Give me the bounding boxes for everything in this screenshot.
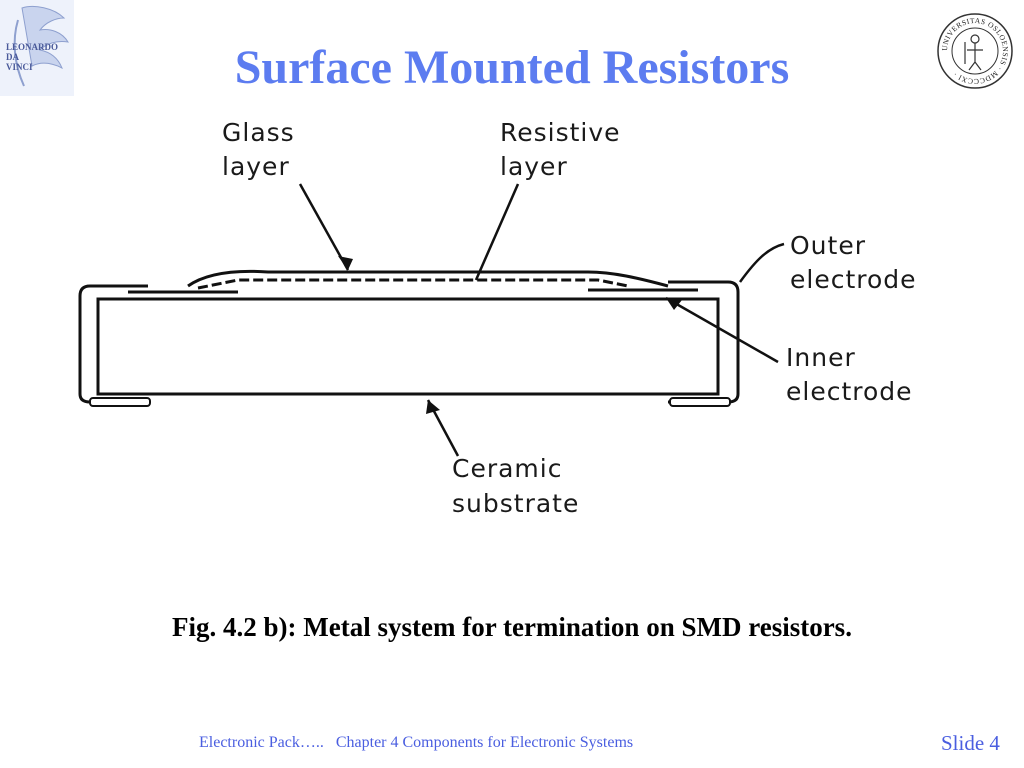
label-glass-line1: Glass: [222, 118, 295, 147]
label-outer-line1: Outer: [790, 231, 866, 260]
glass-layer-shape: [187, 269, 669, 288]
label-inner-line2: electrode: [786, 377, 913, 406]
outer-electrode-left: [78, 284, 148, 404]
smd-resistor-cross-section-diagram: Glass layer Resistive layer Outer electr…: [78, 118, 917, 518]
seal-figure-icon: [964, 34, 983, 71]
foot-right: [669, 397, 731, 407]
label-inner-line1: Inner: [786, 343, 856, 372]
arrow-inner: [665, 296, 779, 364]
figure-caption: Fig. 4.2 b): Metal system for terminatio…: [172, 612, 852, 642]
label-outer-line2: electrode: [790, 265, 917, 294]
logo-line-2: DA: [6, 52, 19, 62]
arrow-resistive: [474, 183, 520, 281]
label-resistive-line1: Resistive: [500, 118, 621, 147]
foot-left: [89, 397, 151, 407]
arrow-glass: [298, 183, 350, 271]
ceramic-substrate-shape: [96, 297, 720, 396]
leonardo-da-vinci-logo: LEONARDO DA VINCI: [0, 0, 74, 96]
arrow-outer: [738, 242, 785, 283]
logo-line-3: VINCI: [6, 62, 33, 72]
label-glass-line2: layer: [222, 152, 290, 181]
footer-text: Electronic Pack….. Chapter 4 Components …: [199, 734, 634, 751]
label-resistive-line2: layer: [500, 152, 568, 181]
resistive-layer-shape: [197, 278, 629, 290]
slide-title: Surface Mounted Resistors: [234, 41, 790, 94]
university-seal-logo: UNIVERSITAS OSLOENSIS · MDCCCXI ·: [937, 13, 1013, 89]
label-ceramic-line1: Ceramic: [452, 454, 562, 483]
slide-number: Slide 4: [941, 731, 1000, 755]
logo-line-1: LEONARDO: [6, 42, 58, 52]
label-ceramic-line2: substrate: [452, 489, 579, 518]
outer-electrode-right: [668, 280, 740, 404]
